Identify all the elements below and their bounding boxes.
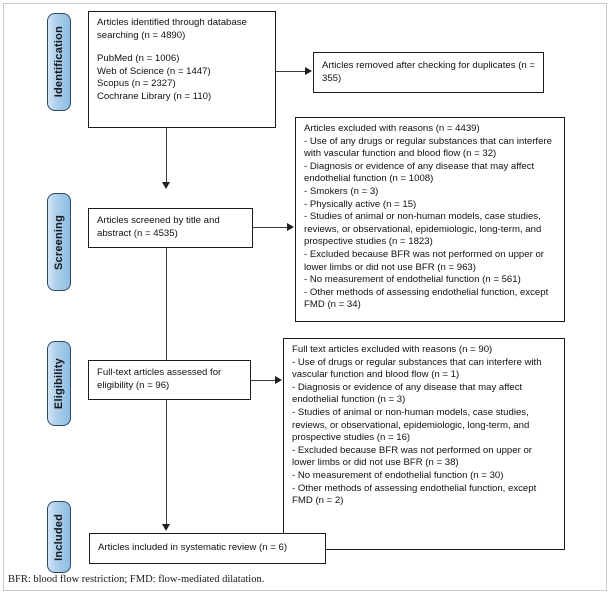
stage-pill-screening: Screening [47, 193, 71, 291]
screening-excluded-reason-4: - Physically active (n = 15) [304, 198, 417, 210]
stage-label-eligibility: Eligibility [53, 357, 65, 410]
box-duplicates-removed: Articles removed after checking for dupl… [313, 52, 544, 93]
arrowhead-identified-to-screened [162, 182, 170, 189]
fulltext-excluded-reason-1: - Use of drugs or regular substances tha… [292, 356, 542, 381]
identified-source-scopus: Scopus (n = 2327) [97, 78, 176, 90]
included-text: Articles included in systematic review (… [98, 542, 288, 554]
fulltext-excluded-reason-2: - Diagnosis or evidence of any disease t… [292, 381, 523, 406]
stage-label-included: Included [53, 513, 65, 561]
connector-screened-to-fulltext [166, 248, 168, 373]
connector-identified-to-screened [166, 128, 168, 184]
identified-source-web-of-science: Web of Science (n = 1447) [97, 65, 211, 77]
box-articles-identified: Articles identified through database sea… [88, 11, 276, 128]
fulltext-excluded-reason-4: - Excluded because BFR was not performed… [292, 444, 532, 469]
arrowhead-screened-to-excluded [287, 223, 294, 231]
figure-footnote: BFR: blood flow restriction; FMD: flow-m… [8, 574, 265, 585]
screening-excluded-reason-2: - Diagnosis or evidence of any disease t… [304, 160, 535, 185]
screening-excluded-reason-5: - Studies of animal or non-human models,… [304, 211, 542, 248]
fulltext-excluded-reason-6: - Other methods of assessing endothelial… [292, 482, 537, 507]
duplicates-removed-text: Articles removed after checking for dupl… [322, 59, 536, 84]
connector-fulltext-to-included [166, 400, 168, 525]
arrowhead-identified-to-duplicates [305, 67, 312, 75]
stage-label-screening: Screening [53, 214, 65, 270]
screening-excluded-reason-1: - Use of any drugs or regular substances… [304, 135, 552, 160]
stage-pill-eligibility: Eligibility [47, 341, 71, 426]
screening-excluded-reason-3: - Smokers (n = 3) [304, 185, 379, 197]
screening-excluded-reason-7: - No measurement of endothelial function… [304, 274, 521, 286]
box-screening-excluded: Articles excluded with reasons (n = 4439… [295, 117, 565, 322]
screening-excluded-reason-8: - Other methods of assessing endothelial… [304, 286, 549, 311]
stage-pill-identification: Identification [47, 13, 71, 111]
box-fulltext-excluded: Full text articles excluded with reasons… [283, 338, 565, 550]
arrowhead-fulltext-to-included [162, 524, 170, 531]
stage-pill-included: Included [47, 501, 71, 573]
screening-excluded-title: Articles excluded with reasons (n = 4439… [304, 123, 480, 134]
box-fulltext-assessed: Full-text articles assessed for eligibil… [88, 360, 251, 400]
stage-label-identification: Identification [53, 26, 65, 98]
figure-border [3, 3, 607, 591]
fulltext-excluded-reason-3: - Studies of animal or non-human models,… [292, 406, 530, 444]
fulltext-assessed-text: Full-text articles assessed for eligibil… [97, 367, 222, 391]
box-articles-screened: Articles screened by title and abstract … [88, 208, 253, 248]
box-articles-included: Articles included in systematic review (… [89, 533, 326, 564]
connector-fulltext-to-excluded [251, 380, 276, 382]
identified-source-pubmed: PubMed (n = 1006) [97, 53, 180, 65]
connector-identified-to-duplicates [276, 71, 306, 73]
identified-title: Articles identified through database sea… [97, 17, 247, 41]
identified-source-cochrane: Cochrane Library (n = 110) [97, 90, 212, 102]
connector-screened-to-excluded [253, 227, 288, 229]
arrowhead-fulltext-to-excluded [275, 376, 282, 384]
fulltext-excluded-reason-5: - No measurement of endothelial function… [292, 469, 504, 481]
fulltext-excluded-title: Full text articles excluded with reasons… [292, 344, 493, 355]
screening-excluded-reason-6: - Excluded because BFR was not performed… [304, 248, 544, 273]
screened-text: Articles screened by title and abstract … [97, 215, 220, 239]
